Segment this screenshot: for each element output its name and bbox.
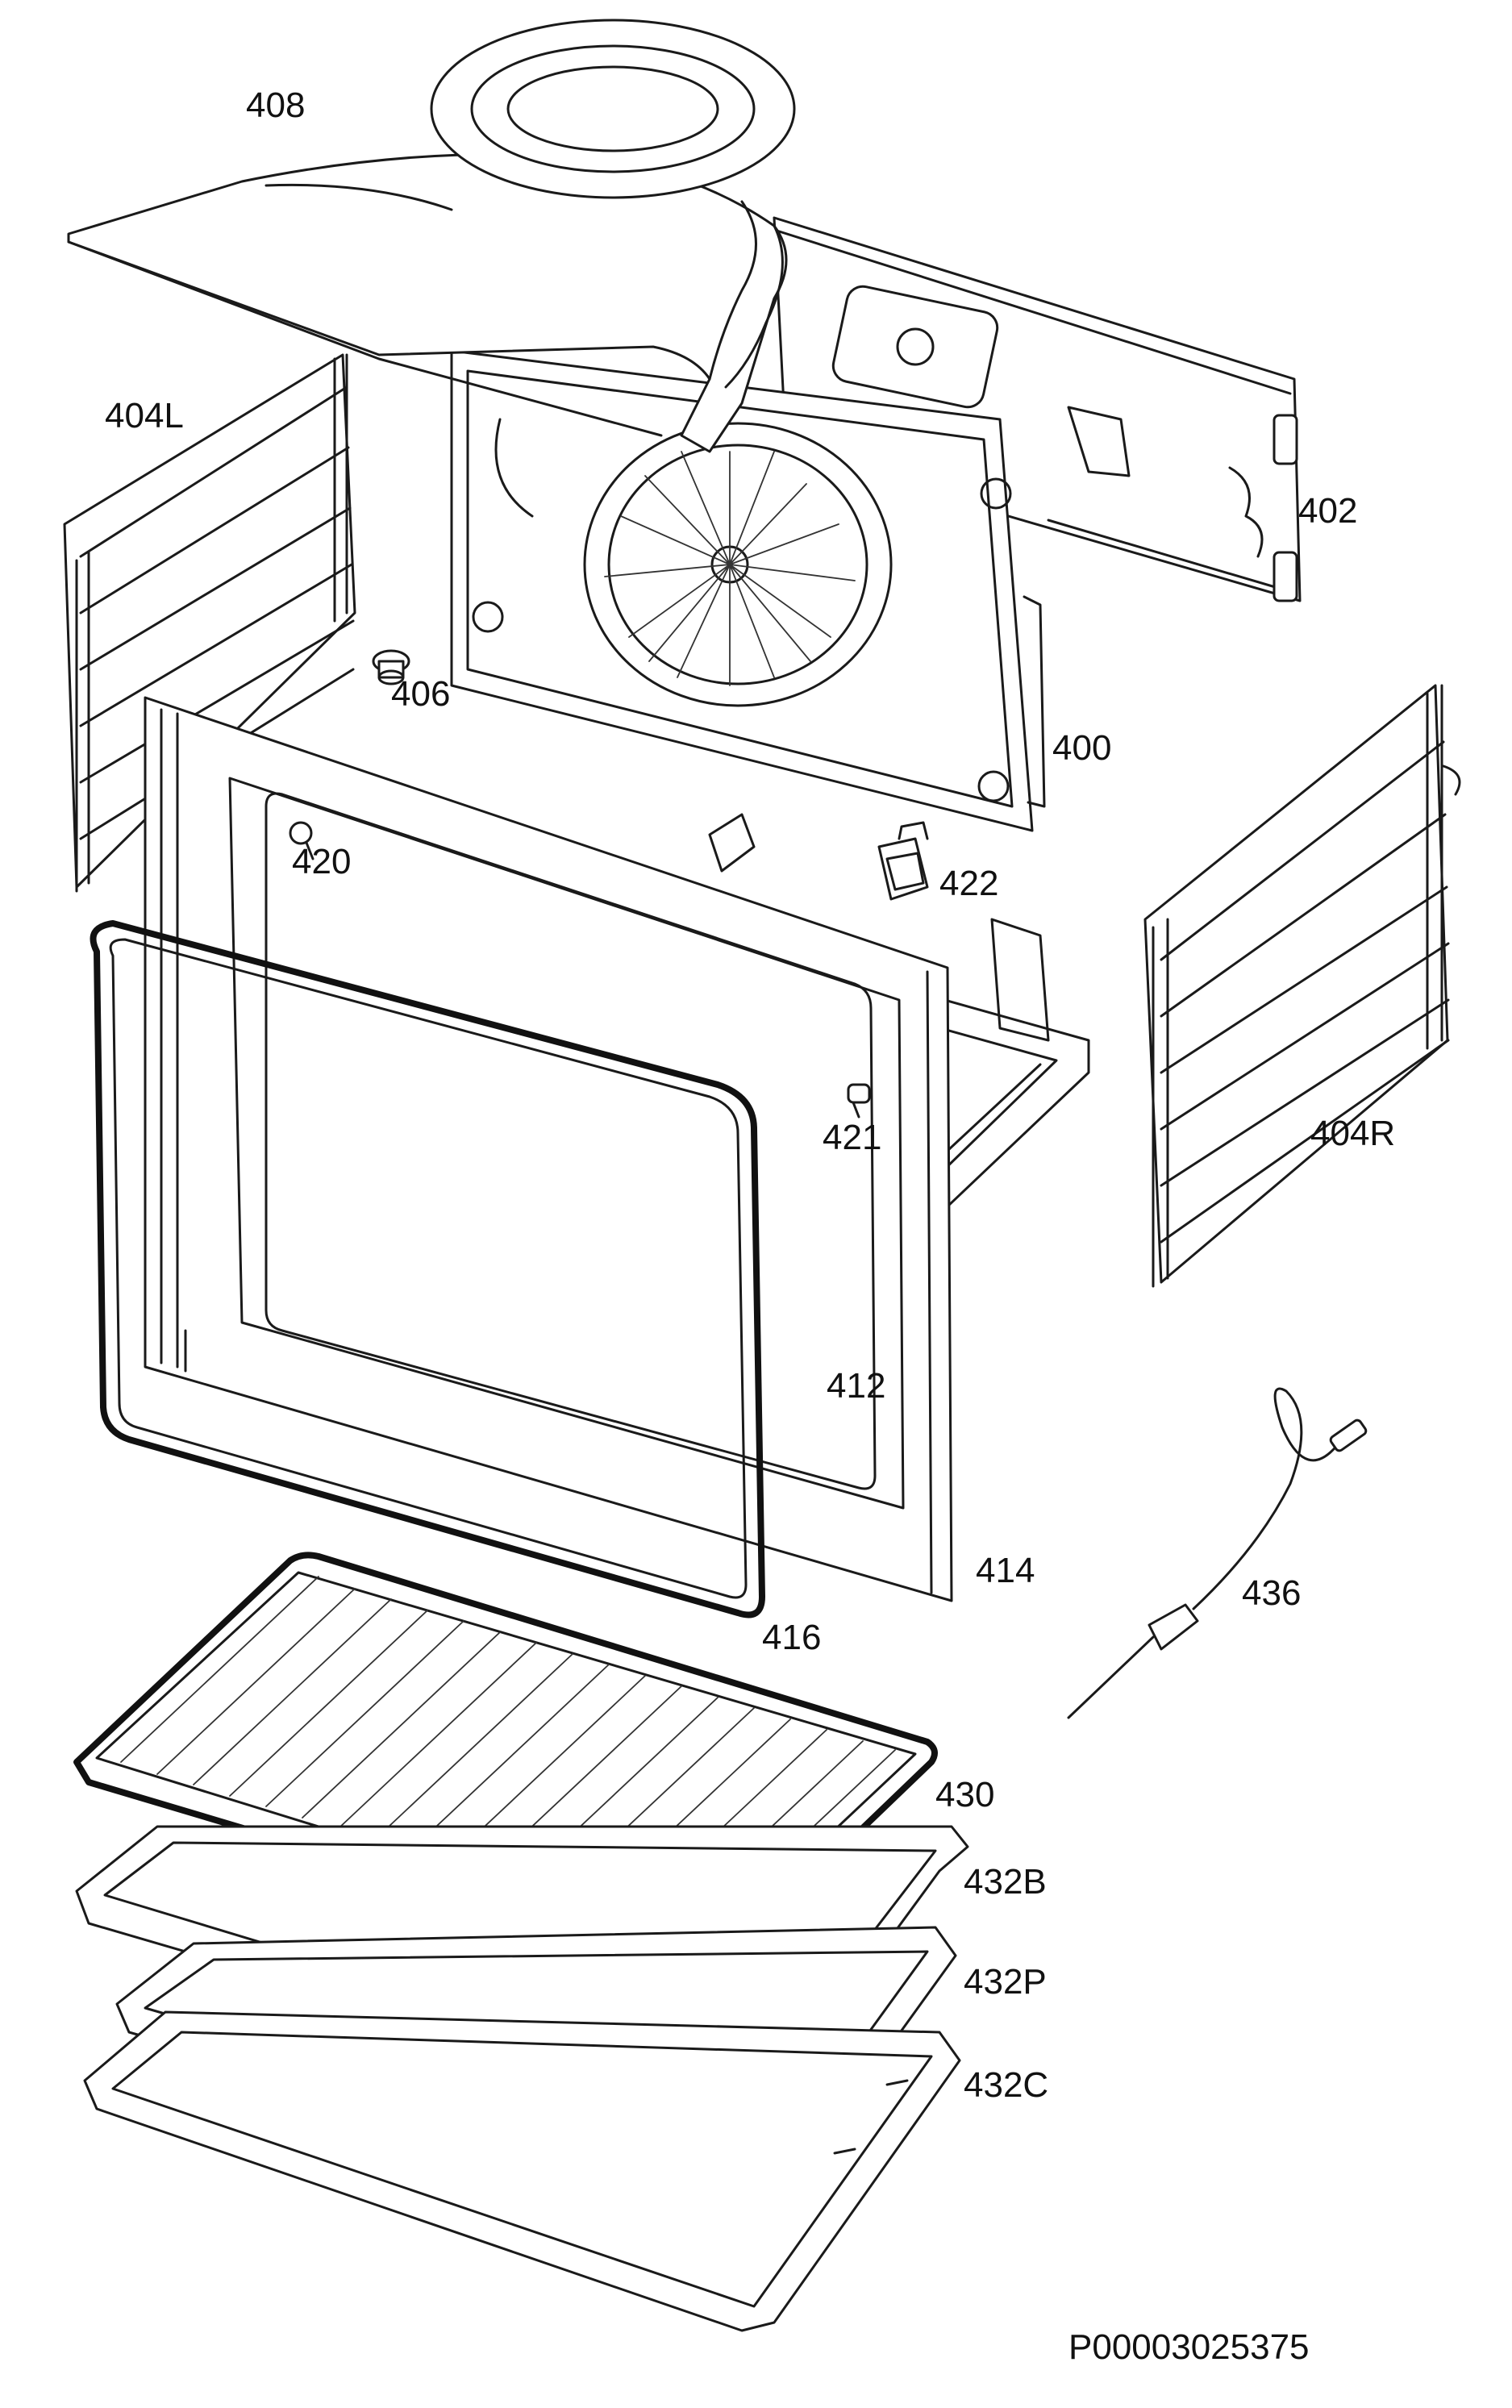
part-436-meat-probe (1067, 1387, 1368, 1719)
label-436: 436 (1242, 1573, 1301, 1613)
part-406-knob (372, 649, 410, 685)
label-404l: 404L (105, 396, 184, 435)
label-416: 416 (762, 1618, 821, 1657)
label-432p: 432P (964, 1962, 1047, 2002)
part-404r-right-rack (1143, 684, 1461, 1288)
label-412: 412 (827, 1366, 885, 1406)
part-416-door-seal (90, 920, 765, 1619)
part-422-lamp-holder (877, 821, 929, 901)
label-430: 430 (935, 1775, 994, 1814)
part-432c-tray (83, 2010, 961, 2332)
part-408-top-cover (67, 19, 796, 453)
label-432c: 432C (964, 2065, 1048, 2105)
part-402-rear-panel (773, 216, 1302, 602)
label-408: 408 (246, 85, 305, 125)
label-402: 402 (1298, 491, 1357, 531)
label-422: 422 (939, 864, 998, 903)
drawing-number: P00003025375 (1068, 2327, 1310, 2367)
label-432b: 432B (964, 1862, 1047, 1902)
label-404r: 404R (1310, 1114, 1395, 1153)
part-421-screw (847, 1083, 871, 1119)
label-406: 406 (391, 674, 450, 714)
label-400: 400 (1052, 728, 1111, 768)
part-414-front-frame (144, 696, 953, 1602)
part-420-screw (289, 821, 314, 860)
part-400-back-wall (450, 349, 1046, 832)
part-404l-left-rack (63, 353, 356, 893)
label-420: 420 (292, 842, 351, 881)
label-414: 414 (976, 1551, 1035, 1590)
label-421: 421 (823, 1118, 881, 1157)
